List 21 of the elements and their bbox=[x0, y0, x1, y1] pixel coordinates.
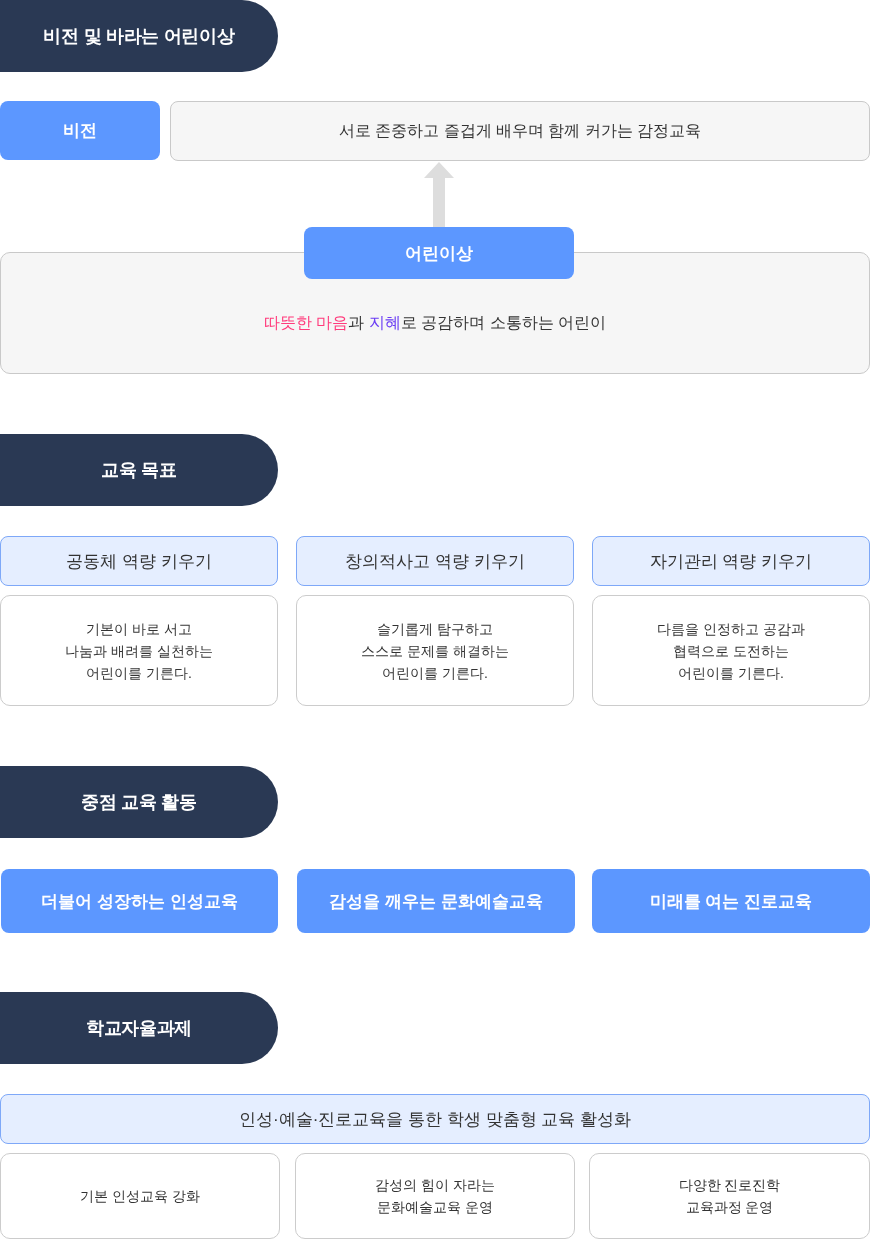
section-banner: 교육 목표 bbox=[0, 434, 278, 506]
label-box: 비전 bbox=[0, 101, 160, 160]
title-tab: 어린이상 bbox=[304, 227, 574, 279]
task-box: 다양한 진로진학 교육과정 운영 bbox=[589, 1153, 870, 1239]
section-banner: 학교자율과제 bbox=[0, 992, 278, 1064]
statement-box: 서로 존중하고 즐겁게 배우며 함께 커가는 감정교육 bbox=[170, 101, 870, 161]
activity-box: 더불어 성장하는 인성교육 bbox=[1, 869, 278, 933]
task-box: 기본 인성교육 강화 bbox=[0, 1153, 280, 1239]
activity-box: 감성을 깨우는 문화예술교육 bbox=[297, 869, 575, 933]
goal-description-box: 슬기롭게 탐구하고 스스로 문제를 해결하는 어린이를 기른다. bbox=[296, 595, 574, 706]
goal-description-box: 다름을 인정하고 공감과 협력으로 도전하는 어린이를 기른다. bbox=[592, 595, 870, 706]
task-box: 감성의 힘이 자라는 문화예술교육 운영 bbox=[295, 1153, 575, 1239]
task-heading-box: 인성·예술·진로교육을 통한 학생 맞춤형 교육 활성화 bbox=[0, 1094, 870, 1144]
arrow bbox=[424, 162, 454, 227]
section-banner: 중점 교육 활동 bbox=[0, 766, 278, 838]
goal-heading-box: 창의적사고 역량 키우기 bbox=[296, 536, 574, 586]
goal-description-box: 기본이 바로 서고 나눔과 배려를 실천하는 어린이를 기른다. bbox=[0, 595, 278, 706]
section-banner: 비전 및 바라는 어린이상 bbox=[0, 0, 278, 72]
goal-heading-box: 공동체 역량 키우기 bbox=[0, 536, 278, 586]
activity-box: 미래를 여는 진로교육 bbox=[592, 869, 870, 933]
goal-heading-box: 자기관리 역량 키우기 bbox=[592, 536, 870, 586]
